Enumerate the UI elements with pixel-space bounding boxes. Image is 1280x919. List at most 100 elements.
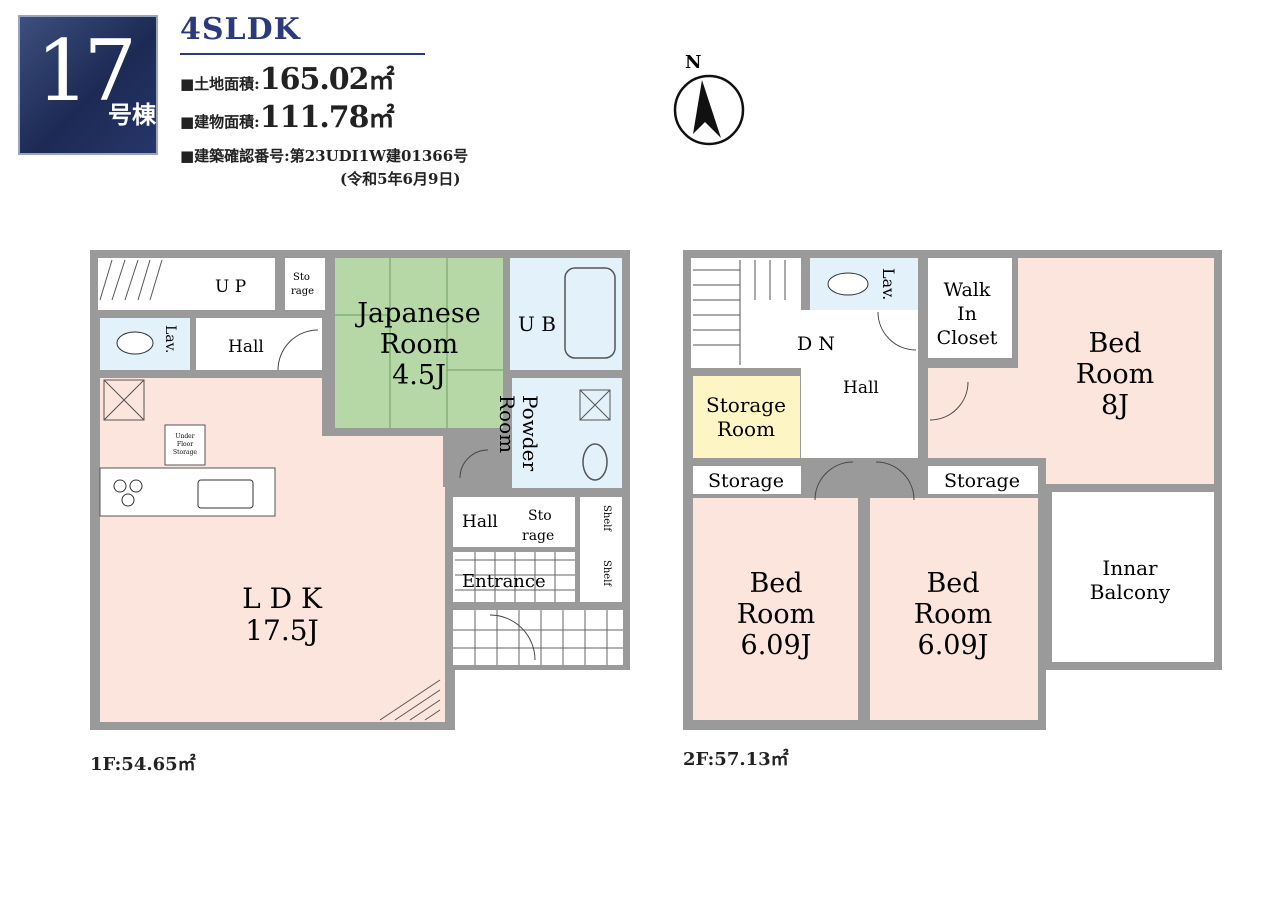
f1-stair <box>98 258 213 310</box>
f2-storage-room-label-1: Storage <box>706 393 786 417</box>
building-area-row: ■建物面積:111.78㎡ <box>180 98 395 135</box>
layout-type: 4SLDK <box>180 12 301 47</box>
f2-bedroom-8j <box>928 258 1214 484</box>
f2-stair <box>691 258 801 368</box>
f2-lav-door-swing <box>877 311 917 351</box>
f2-storage-right-label: Storage <box>944 470 1020 492</box>
title-underline <box>180 53 425 55</box>
f2-walk-label-1: Walk <box>944 279 991 301</box>
f1-powder-label-2: Room <box>495 395 519 453</box>
f1-entry-hall <box>453 497 575 547</box>
f1-kitchen-counter <box>99 467 276 517</box>
f1-entry-storage-label-1: Sto <box>528 508 552 524</box>
f1-ldk-stair-marks <box>379 679 441 721</box>
f2-balcony-label-1: Innar <box>1102 556 1158 580</box>
land-area-value: 165.02 <box>259 62 370 97</box>
f2-storage-right <box>928 466 1038 494</box>
land-area-row: ■土地面積:165.02㎡ <box>180 60 395 97</box>
f2-storage-left <box>693 466 801 494</box>
f2-storage-left-label: Storage <box>708 470 784 492</box>
f2-bedB-label-2: Room <box>914 599 992 630</box>
f1-storage-label-2: rage <box>291 286 314 297</box>
f1-ub-label: U B <box>518 312 556 336</box>
f1-ldk-door-swing <box>459 449 489 479</box>
f1-storage-label-1: Sto <box>293 272 310 283</box>
f1-washer-x <box>579 389 611 421</box>
building-area-unit: ㎡ <box>368 104 395 134</box>
f1-shelf-label-2: Shelf <box>601 560 612 587</box>
f2-hall <box>801 310 918 458</box>
f1-kitchen-sink-icon <box>197 479 254 509</box>
f2-walk-label-3: Closet <box>937 327 998 349</box>
f2-walk-label-2: In <box>957 303 977 325</box>
floor2-area-label: 2F:57.13㎡ <box>683 749 789 770</box>
f1-under-floor-label-2: Floor <box>177 441 193 448</box>
f2-bed8-label-3: 8J <box>1101 390 1129 421</box>
f1-under-floor-storage <box>164 424 206 466</box>
f2-bed8-label-2: Room <box>1076 359 1154 390</box>
f2-dn-label: D N <box>797 333 835 355</box>
f1-toilet-icon <box>116 331 154 355</box>
f1-washer-icon <box>579 389 611 421</box>
f1-under-floor-label-1: Under <box>175 433 194 440</box>
f1-storage-box-x <box>103 379 145 421</box>
f1-shelf-area <box>580 497 622 602</box>
f1-japanese-label-2: Room <box>380 329 458 360</box>
f2-toilet-icon <box>827 272 869 296</box>
f1-entry-storage-label-2: rage <box>522 528 554 544</box>
f2-storage-room <box>693 376 800 458</box>
f1-burner-1-icon <box>113 479 127 493</box>
permit-date-row: (令和5年6月9日) <box>180 168 461 189</box>
f1-storage-box-icon <box>103 379 145 421</box>
f1-entry-hall-label: Hall <box>462 512 498 532</box>
floor1-plan: U P Sto rage Hall Lav. Japanese Room 4.5… <box>90 250 630 730</box>
f1-front-door-swing <box>489 614 536 661</box>
building-area-value: 111.78 <box>259 100 370 135</box>
f1-entrance-tiles <box>455 552 575 602</box>
land-area-unit: ㎡ <box>368 66 395 96</box>
f1-storage-small <box>285 258 325 310</box>
f2-bed-a-door-swing <box>814 461 854 501</box>
f1-burner-3-icon <box>121 493 135 507</box>
f1-under-floor-label-3: Storage <box>173 449 197 456</box>
f1-up-label: U P <box>215 277 246 297</box>
permit-number: ■建築確認番号:第23UDI1W建01366号 <box>180 147 469 165</box>
f2-bed8-label-1: Bed <box>1088 328 1141 359</box>
f1-sink-icon <box>582 443 608 481</box>
f2-lav-label: Lav. <box>879 268 898 300</box>
f2-hall-label: Hall <box>843 378 879 398</box>
building-area-label: ■建物面積: <box>180 113 260 131</box>
compass-needle-icon <box>693 80 721 138</box>
permit-date: (令和5年6月9日) <box>340 170 461 188</box>
building-number-badge: 17 号棟 <box>18 15 158 155</box>
f2-bedroom-a <box>693 498 858 720</box>
building-number: 17 <box>36 22 137 120</box>
f2-bedA-label-3: 6.09J <box>741 630 812 661</box>
f2-bed-8j-door-swing <box>929 381 969 421</box>
f1-burner-2-icon <box>129 479 143 493</box>
f2-bedA-label-1: Bed <box>749 568 802 599</box>
f1-up-area <box>213 258 275 310</box>
f1-hall-top-label: Hall <box>228 337 264 357</box>
compass-circle <box>673 74 745 146</box>
f2-bedA-label-2: Room <box>737 599 815 630</box>
f2-storage-room-label-2: Room <box>717 417 775 441</box>
f1-ldk-label-2: 17.5J <box>245 614 319 647</box>
f2-inner-balcony <box>1052 492 1214 662</box>
f1-stair-steps <box>99 259 163 301</box>
f1-lav-label: Lav. <box>162 325 178 353</box>
floor2-plan: Lav. D N Hall Walk In Closet Bed Room 8J… <box>683 250 1222 730</box>
f1-hall-top <box>196 318 322 370</box>
f2-bedroom-b <box>870 498 1038 720</box>
floor1-area-label: 1F:54.65㎡ <box>90 754 196 775</box>
f1-entrance-label: Entrance <box>462 571 546 592</box>
compass-north-label: N <box>685 52 701 73</box>
f1-tatami-lines <box>335 258 503 428</box>
f1-hall-door-swing <box>277 329 319 371</box>
f1-japanese-label-3: 4.5J <box>392 360 446 391</box>
f1-japanese-room <box>335 258 503 428</box>
f2-stair-steps <box>693 260 786 365</box>
north-compass: N <box>673 52 745 146</box>
building-suffix: 号棟 <box>108 100 156 129</box>
f2-balcony-label-2: Balcony <box>1090 580 1171 604</box>
